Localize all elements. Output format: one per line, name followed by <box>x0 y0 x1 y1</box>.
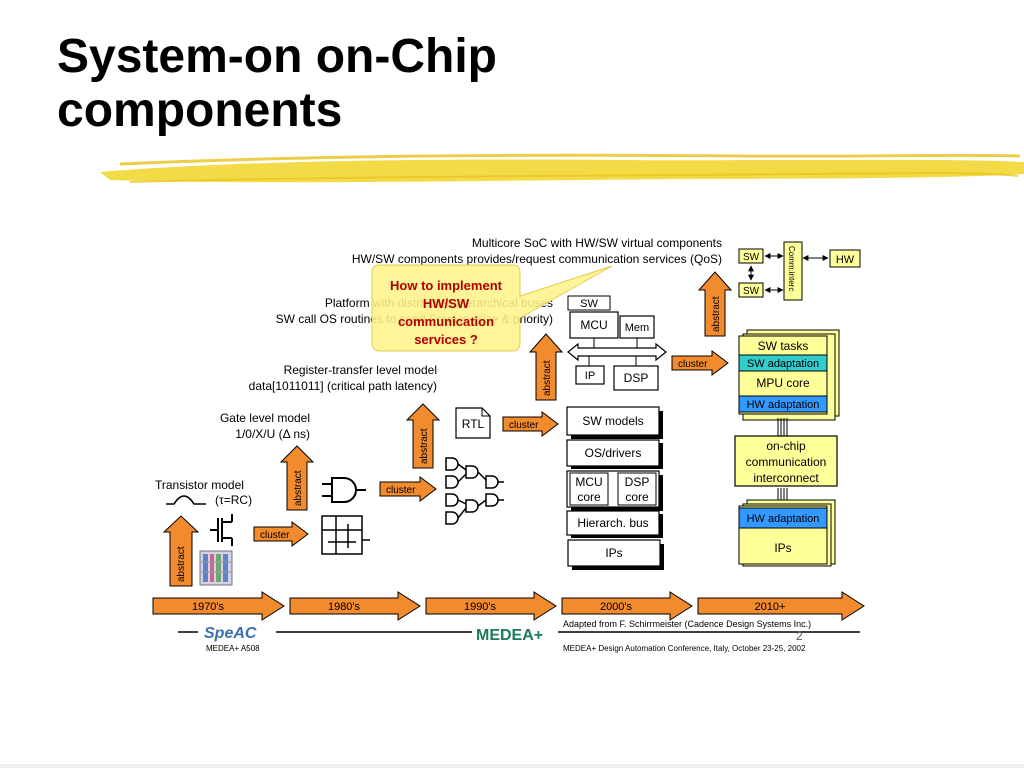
abstract-arrow-5: abstract <box>697 271 733 337</box>
abstract-label-1: abstract <box>176 546 187 582</box>
slide-title-line-2: components <box>57 84 343 137</box>
rtl-gate-network-icon <box>445 457 504 525</box>
cluster-label-1: cluster <box>260 530 290 541</box>
onchip-label-2: communication <box>746 455 827 469</box>
callout-line-3: communication <box>398 314 494 329</box>
abstract-label-2: abstract <box>293 470 304 506</box>
platform-mem-label: Mem <box>625 322 649 334</box>
top-sw-label-2: SW <box>743 286 760 297</box>
cluster-arrow-3: cluster <box>502 411 559 437</box>
timeline-label-1980s: 1980's <box>328 601 361 613</box>
cluster-label-4: cluster <box>678 359 708 370</box>
medea-a508-text: MEDEA+ A508 <box>206 644 260 653</box>
timeline-1980s: 1980's <box>289 591 421 621</box>
rtl-level-line-1: Register-transfer level model <box>284 363 437 377</box>
sw-models-label: SW models <box>582 414 643 428</box>
comm-interc-label: Comm.interc <box>787 246 796 291</box>
gate-level-line-1: Gate level model <box>220 411 310 425</box>
timeline: 1970's 1980's 1990's 2000's 2010+ <box>152 591 865 621</box>
platform-sw-label: SW <box>580 298 598 310</box>
future-stack: SW tasks SW adaptation MPU core HW adapt… <box>734 329 840 567</box>
abstract-arrow-4: abstract <box>528 333 564 401</box>
ips-label: IPs <box>605 546 622 560</box>
chip-layout-icon <box>199 550 233 586</box>
sw-tasks-label: SW tasks <box>758 339 809 353</box>
abstract-label-4: abstract <box>542 360 553 396</box>
top-sw-label-1: SW <box>743 252 760 263</box>
top-hw-label: HW <box>836 254 855 266</box>
cluster-label-2: cluster <box>386 485 416 496</box>
slide-bottom-rule <box>0 764 1024 768</box>
abstract-label-5: abstract <box>711 296 722 332</box>
conference-text: MEDEA+ Design Automation Conference, Ita… <box>563 644 806 653</box>
hw-adaptation-label: HW adaptation <box>747 399 820 411</box>
transistor-line-2: (τ=RC) <box>215 493 252 507</box>
timeline-label-1970s: 1970's <box>192 601 225 613</box>
gate-level-line-2: 1/0/X/U (Δ ns) <box>235 427 310 441</box>
mcu-core-label-2: core <box>577 490 601 504</box>
timeline-1970s: 1970's <box>152 591 285 621</box>
platform-mcu-label: MCU <box>580 318 607 332</box>
hw-adaptation-2-label: HW adaptation <box>747 513 820 525</box>
callout-bubble: How to implement HW/SW communication ser… <box>371 264 613 352</box>
sw-adaptation-label: SW adaptation <box>747 358 819 370</box>
dsp-core-label-2: core <box>625 490 649 504</box>
timeline-2000s: 2000's <box>561 591 693 621</box>
platform-dsp-label: DSP <box>624 371 649 385</box>
platform-architecture: SW MCU Mem IP DSP <box>567 295 667 391</box>
transistor-waveform-icon <box>166 495 206 505</box>
os-drivers-label: OS/drivers <box>585 446 642 460</box>
callout-line-2: HW/SW <box>423 296 470 311</box>
diagram-footer: SpeAC MEDEA+ MEDEA+ A508 Adapted from F.… <box>178 619 860 653</box>
cluster-arrow-4: cluster <box>671 350 729 376</box>
rtl-document: RTL <box>455 407 491 439</box>
multicore-line-1: Multicore SoC with HW/SW virtual compone… <box>472 236 722 250</box>
speac-logo-text: SpeAC <box>204 625 257 642</box>
dsp-core-label-1: DSP <box>625 475 650 489</box>
adapted-from-text: Adapted from F. Schirrmeister (Cadence D… <box>563 619 811 629</box>
medea-logo-text: MEDEA+ <box>476 627 543 644</box>
cluster-arrow-1: cluster <box>253 521 309 547</box>
mpu-core-label: MPU core <box>756 376 810 390</box>
abstract-arrow-2: abstract <box>279 445 315 511</box>
abstract-arrow-1: abstract <box>162 515 200 587</box>
callout-line-1: How to implement <box>390 278 503 293</box>
virtual-components: SW SW Comm.interc HW <box>738 241 861 301</box>
rtl-level-line-2: data[1011011] (critical path latency) <box>249 379 437 393</box>
highlighter-brush-stroke <box>100 153 1024 183</box>
cluster-label-3: cluster <box>509 420 539 431</box>
abstract-arrow-3: abstract <box>405 403 441 469</box>
onchip-label-1: on-chip <box>766 439 806 453</box>
platform-ip-label: IP <box>585 370 595 382</box>
transistor-symbol-icon <box>210 514 233 546</box>
onchip-label-3: interconnect <box>753 471 819 485</box>
timeline-label-1990s: 1990's <box>464 601 497 613</box>
slide-title-line-1: System-on on-Chip <box>57 30 497 83</box>
slide-title: System-on on-Chip components <box>57 30 497 138</box>
and-gate-icon <box>322 477 366 503</box>
timeline-label-2010plus: 2010+ <box>755 601 786 613</box>
transistor-line-1: Transistor model <box>155 478 244 492</box>
abstract-label-3: abstract <box>419 428 430 464</box>
page-number: 2 <box>796 629 803 643</box>
timeline-label-2000s: 2000's <box>600 601 633 613</box>
timeline-1990s: 1990's <box>425 591 557 621</box>
ips-2-label: IPs <box>774 541 791 555</box>
multicore-line-2: HW/SW components provides/request commun… <box>352 252 722 266</box>
cluster-arrow-2: cluster <box>379 476 437 502</box>
timeline-2010plus: 2010+ <box>697 591 865 621</box>
software-stack: SW models OS/drivers MCU core DSP core H… <box>566 406 664 570</box>
rtl-document-label: RTL <box>462 417 485 431</box>
hier-bus-label: Hierarch. bus <box>577 516 648 530</box>
callout-line-4: services ? <box>414 332 478 347</box>
mcu-core-label-1: MCU <box>575 475 602 489</box>
transistor-schematic-icon <box>321 515 370 555</box>
